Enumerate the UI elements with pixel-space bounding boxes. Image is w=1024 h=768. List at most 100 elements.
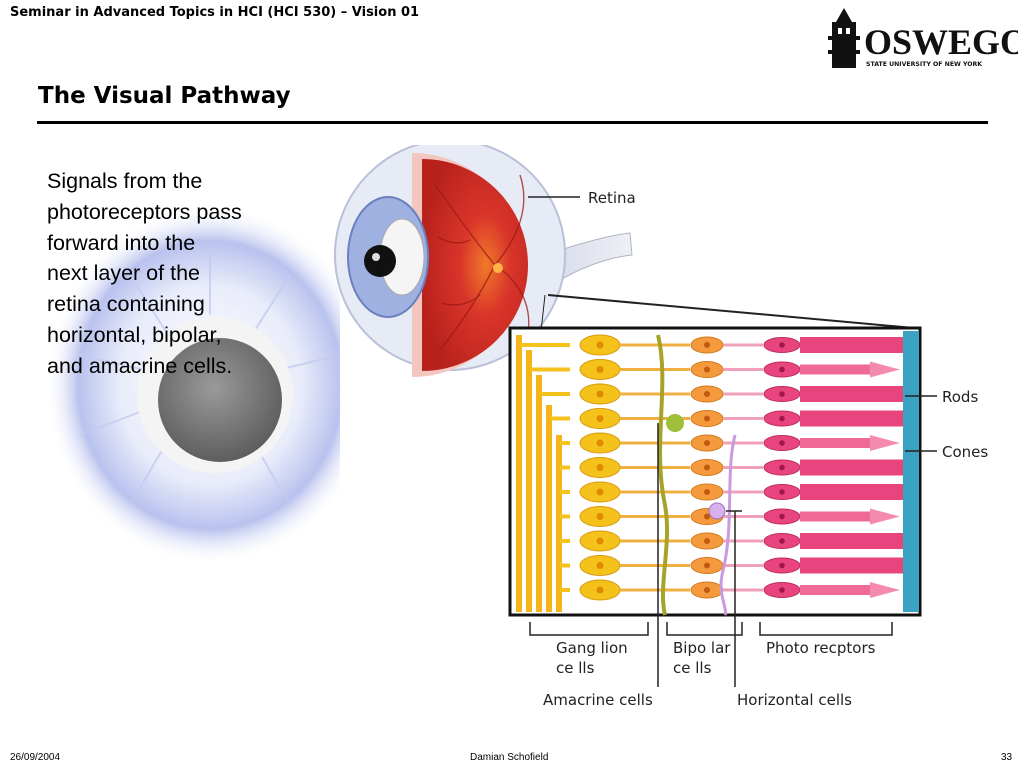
bipolar-dendrite bbox=[723, 466, 763, 469]
bipolar-nucleus bbox=[704, 538, 710, 544]
bipolar-dendrite bbox=[723, 588, 763, 592]
photoreceptors-label: Photo recptors bbox=[766, 639, 876, 657]
ganglion-axon bbox=[560, 539, 570, 543]
photoreceptor-nucleus bbox=[779, 489, 785, 495]
slide-title: The Visual Pathway bbox=[38, 83, 291, 109]
cone-tip bbox=[870, 508, 900, 525]
ganglion-cells-label-1: Gang lion bbox=[556, 639, 628, 657]
photoreceptor-nucleus bbox=[779, 342, 785, 348]
ganglion-nucleus bbox=[596, 537, 604, 545]
cones-label: Cones bbox=[942, 443, 988, 461]
rods-label: Rods bbox=[942, 388, 978, 406]
ganglion-axon bbox=[560, 563, 570, 568]
bipolar-dendrite bbox=[723, 417, 763, 420]
ganglion-axon bbox=[530, 367, 570, 372]
photoreceptor-nucleus bbox=[779, 587, 785, 593]
amacrine-cells-label: Amacrine cells bbox=[543, 691, 653, 709]
bipolar-dendrite bbox=[723, 515, 763, 518]
ganglion-dendrite bbox=[620, 441, 690, 445]
rod-segment bbox=[800, 410, 903, 427]
bipolar-nucleus bbox=[704, 440, 710, 446]
bipolar-cells-label-2: ce lls bbox=[673, 659, 712, 677]
body-line: retina containing bbox=[47, 292, 205, 317]
svg-text:OSWEGO: OSWEGO bbox=[864, 22, 1018, 62]
course-title: Seminar in Advanced Topics in HCI (HCI 5… bbox=[10, 5, 420, 20]
ganglion-nucleus bbox=[596, 341, 604, 349]
rod-segment bbox=[800, 533, 903, 549]
photoreceptor-nucleus bbox=[779, 391, 785, 397]
ganglion-nucleus bbox=[596, 439, 604, 447]
photoreceptor-nucleus bbox=[779, 562, 785, 569]
bipolar-dendrite bbox=[723, 441, 763, 445]
rod-segment bbox=[800, 557, 903, 574]
ganglion-axon bbox=[560, 441, 570, 445]
bipolar-dendrite bbox=[723, 539, 763, 543]
footer-date: 26/09/2004 bbox=[10, 752, 61, 763]
bipolar-dendrite bbox=[723, 392, 763, 396]
body-text: Signals from the photoreceptors pass for… bbox=[47, 166, 297, 382]
body-line: and amacrine cells. bbox=[47, 353, 233, 378]
bipolar-nucleus bbox=[704, 366, 710, 373]
ganglion-nucleus bbox=[596, 366, 604, 373]
ganglion-cells-label-2: ce lls bbox=[556, 659, 595, 677]
ganglion-axon bbox=[560, 490, 570, 494]
rod-segment bbox=[800, 459, 903, 476]
photoreceptor-nucleus bbox=[779, 415, 785, 422]
ganglion-dendrite bbox=[620, 343, 690, 347]
bipolar-nucleus bbox=[704, 562, 710, 569]
bipolar-nucleus bbox=[704, 415, 710, 422]
ganglion-nucleus bbox=[596, 513, 604, 520]
body-line: horizontal, bipolar, bbox=[47, 322, 222, 347]
cone-segment bbox=[800, 364, 870, 375]
cone-tip bbox=[870, 361, 900, 378]
rod-segment bbox=[800, 484, 903, 500]
footer-page-number: 33 bbox=[1001, 752, 1013, 763]
eyeball-illustration bbox=[334, 145, 633, 377]
bipolar-dendrite bbox=[723, 490, 763, 494]
ganglion-dendrite bbox=[620, 368, 690, 371]
photoreceptor-nucleus bbox=[779, 440, 785, 446]
ganglion-axon bbox=[520, 343, 570, 347]
oswego-logo: OSWEGO STATE UNIVERSITY OF NEW YORK bbox=[828, 8, 1018, 68]
ganglion-axon bbox=[560, 465, 570, 470]
bipolar-nucleus bbox=[704, 587, 710, 593]
cone-segment bbox=[800, 438, 870, 448]
cone-segment bbox=[800, 511, 870, 522]
photoreceptor-nucleus bbox=[779, 538, 785, 544]
bipolar-nucleus bbox=[704, 464, 710, 471]
bipolar-dendrite bbox=[723, 564, 763, 567]
ganglion-axon bbox=[560, 514, 570, 519]
ganglion-nucleus bbox=[596, 390, 604, 398]
bipolar-nucleus bbox=[704, 513, 710, 520]
ganglion-dendrite bbox=[620, 417, 690, 420]
ganglion-dendrite bbox=[620, 490, 690, 494]
footer-author: Damian Schofield bbox=[470, 752, 549, 763]
cone-tip bbox=[870, 582, 900, 598]
ganglion-dendrite bbox=[620, 539, 690, 543]
body-line: photoreceptors pass bbox=[47, 199, 242, 224]
svg-text:STATE UNIVERSITY OF NEW YORK: STATE UNIVERSITY OF NEW YORK bbox=[866, 61, 982, 68]
bipolar-dendrite bbox=[723, 343, 763, 347]
ganglion-nucleus bbox=[596, 488, 604, 496]
rod-segment bbox=[800, 386, 903, 402]
photoreceptor-nucleus bbox=[779, 366, 785, 373]
ganglion-nucleus bbox=[596, 464, 604, 471]
ganglion-nucleus bbox=[596, 562, 604, 569]
horizontal-cells-label: Horizontal cells bbox=[737, 691, 852, 709]
photoreceptor-nucleus bbox=[779, 464, 785, 471]
photoreceptor-nucleus bbox=[779, 513, 785, 520]
body-line: Signals from the bbox=[47, 169, 203, 193]
rod-segment bbox=[800, 337, 903, 353]
retina-label: Retina bbox=[588, 189, 636, 207]
cell-rows bbox=[520, 334, 903, 601]
ganglion-dendrite bbox=[620, 564, 690, 567]
ganglion-nucleus bbox=[596, 586, 604, 594]
bipolar-nucleus bbox=[704, 342, 710, 348]
ganglion-axon bbox=[550, 416, 570, 421]
ganglion-dendrite bbox=[620, 515, 690, 518]
body-line: next layer of the bbox=[47, 261, 200, 286]
cone-segment bbox=[800, 585, 870, 595]
background-eye-image bbox=[45, 205, 340, 565]
bipolar-dendrite bbox=[723, 368, 763, 371]
ganglion-axon bbox=[540, 392, 570, 396]
